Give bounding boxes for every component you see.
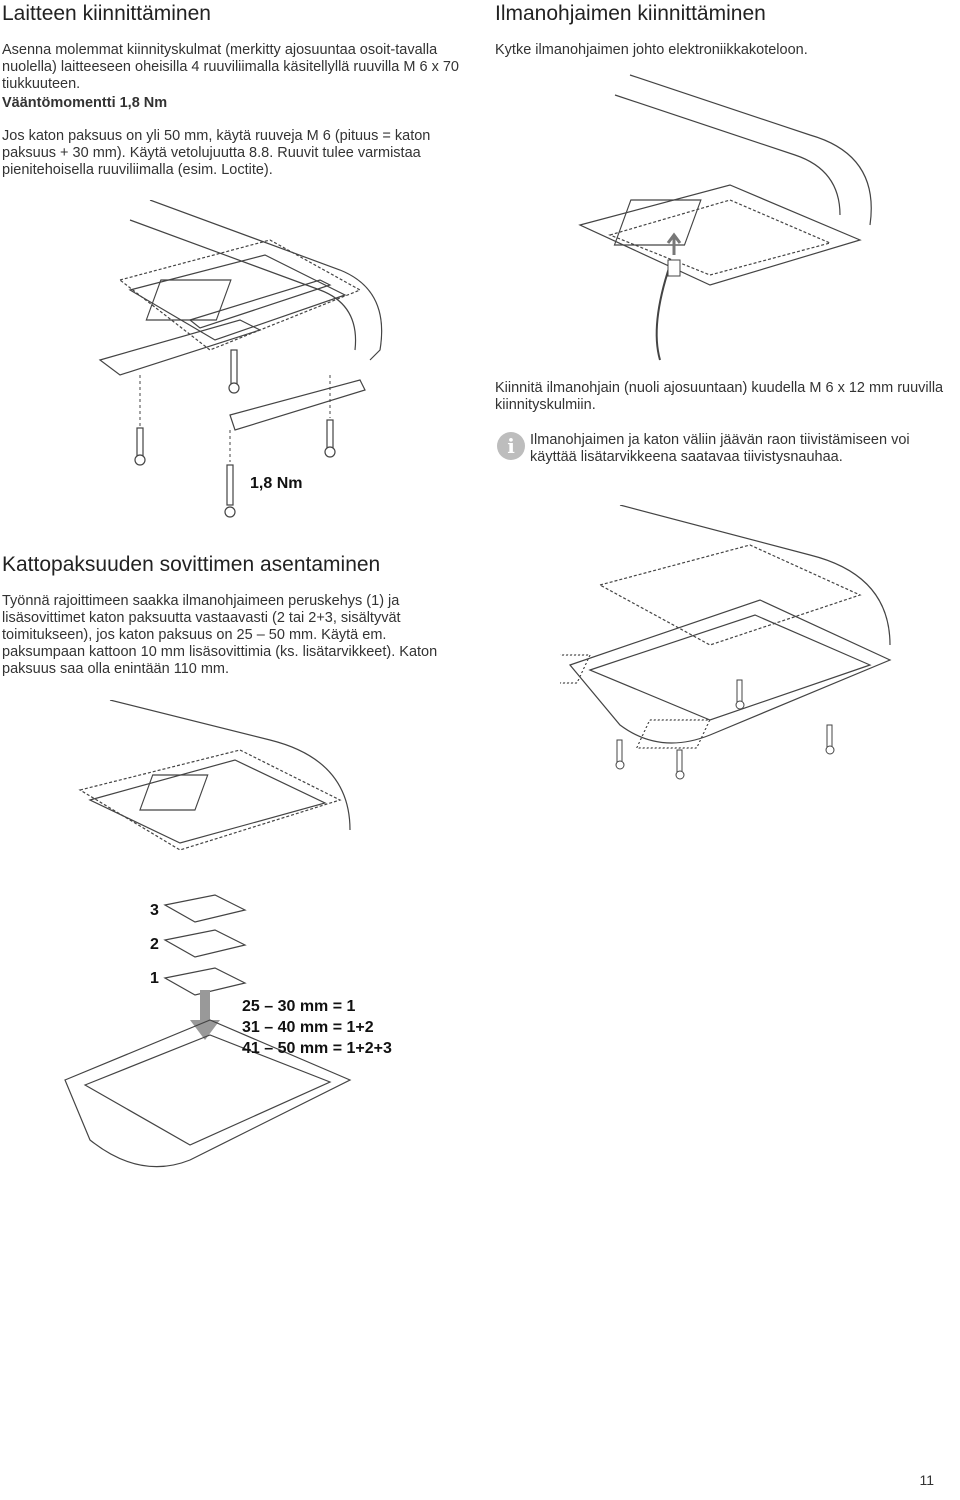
thickness-row: 31 – 40 mm = 1+2 xyxy=(242,1019,374,1036)
adapter-label-1: 1 xyxy=(150,970,159,987)
adapter-label-3: 3 xyxy=(150,902,159,919)
bracket-mounting-figure xyxy=(90,200,420,520)
section-title-roof-adapter: Kattopaksuuden sovittimen asentaminen xyxy=(2,553,381,576)
fasten-air-guide-instruction: Kiinnitä ilmanohjain (nuoli ajosuuntaan)… xyxy=(495,380,944,413)
adapter-label-2: 2 xyxy=(150,936,159,953)
torque-label: 1,8 Nm xyxy=(250,475,303,492)
thickness-row: 41 – 50 mm = 1+2+3 xyxy=(242,1040,392,1057)
mounting-instructions: Asenna molemmat kiinnityskulmat (merkitt… xyxy=(2,42,459,92)
info-icon: i xyxy=(497,432,525,460)
air-guide-mounting-figure xyxy=(560,505,940,795)
roof-adapter-figure xyxy=(50,700,410,1200)
thick-roof-note: Jos katon paksuus on yli 50 mm, käytä ru… xyxy=(2,128,431,178)
section-title-air-guide-mounting: Ilmanohjaimen kiinnittäminen xyxy=(495,2,766,25)
sealing-tip: Ilmanohjaimen ja katon väliin jäävän rao… xyxy=(530,432,910,465)
connect-cable-instruction: Kytke ilmanohjaimen johto elektroniikkak… xyxy=(495,42,808,58)
thickness-table: 25 – 30 mm = 1 31 – 40 mm = 1+2 41 – 50 … xyxy=(242,996,392,1059)
cable-connection-figure xyxy=(570,65,890,365)
torque-note: Vääntömomentti 1,8 Nm xyxy=(2,95,168,111)
section-title-device-mounting: Laitteen kiinnittäminen xyxy=(2,2,211,25)
thickness-row: 25 – 30 mm = 1 xyxy=(242,998,356,1015)
roof-adapter-instructions: Työnnä rajoittimeen saakka ilmanohjaimee… xyxy=(2,593,438,677)
page-number: 11 xyxy=(919,1472,934,1488)
